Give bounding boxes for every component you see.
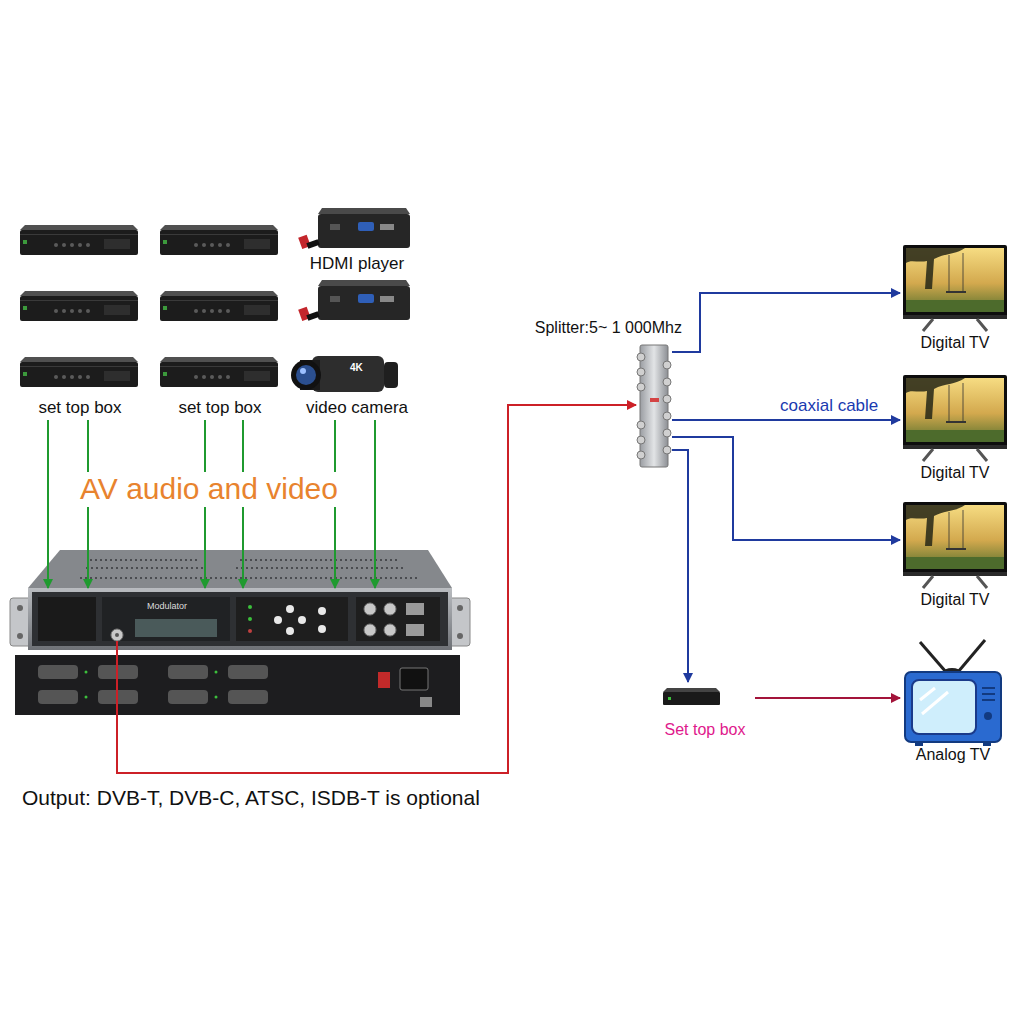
digital-tv: Digital TV bbox=[900, 502, 1010, 612]
text-slot: Set top box bbox=[655, 721, 755, 739]
text-slot: coaxial cable bbox=[778, 396, 880, 416]
node-label: Analog TV bbox=[916, 746, 990, 764]
edge-label: coaxial cable bbox=[778, 396, 880, 416]
text-slot: AV audio and video bbox=[78, 472, 340, 507]
node-label: Set top box bbox=[665, 721, 746, 739]
node-label: HDMI player bbox=[310, 254, 404, 274]
text-slot: Analog TV bbox=[900, 746, 1006, 764]
set-top-box-group: set top box bbox=[155, 220, 285, 420]
text-slot: 4K bbox=[350, 362, 363, 374]
section-heading: AV audio and video bbox=[78, 472, 340, 507]
node-label: Digital TV bbox=[920, 464, 989, 482]
node-label: set top box bbox=[178, 398, 261, 418]
connector-arrow bbox=[672, 450, 688, 682]
text-slot: Digital TV bbox=[900, 591, 1010, 609]
digital-tv: Digital TV bbox=[900, 245, 1010, 355]
connector-arrow bbox=[672, 437, 900, 540]
connector-arrow bbox=[47, 420, 49, 588]
modulator-unit: Modulator bbox=[10, 588, 470, 715]
node-label: set top box bbox=[38, 398, 121, 418]
set-top-box: Set top box bbox=[655, 682, 755, 742]
source-group: HDMI player video camera bbox=[292, 204, 422, 420]
node-label: Splitter:5~ 1 000Mhz bbox=[535, 319, 682, 337]
set-top-box-group: set top box bbox=[15, 220, 145, 420]
text-slot: Digital TV bbox=[900, 334, 1010, 352]
node-label: Modulator bbox=[147, 601, 187, 611]
text-slot: set top box bbox=[155, 398, 285, 418]
node-label: video camera bbox=[306, 398, 408, 418]
text-slot: Output: DVB-T, DVB-C, ATSC, ISDB-T is op… bbox=[22, 786, 480, 810]
text-slot: HDMI player bbox=[292, 254, 422, 274]
output-note: Output: DVB-T, DVB-C, ATSC, ISDB-T is op… bbox=[22, 786, 480, 810]
text-slot: set top box bbox=[15, 398, 145, 418]
text-slot: Splitter:5~ 1 000Mhz bbox=[535, 319, 682, 337]
splitter: Splitter:5~ 1 000Mhz bbox=[636, 340, 672, 468]
connector-arrow bbox=[672, 419, 900, 421]
connector-arrow bbox=[117, 405, 636, 773]
text-slot: Modulator bbox=[102, 601, 232, 611]
text-slot: video camera bbox=[292, 398, 422, 418]
analog-tv: Analog TV bbox=[900, 636, 1006, 768]
connector-arrow bbox=[672, 293, 900, 352]
node-label: Digital TV bbox=[920, 334, 989, 352]
connector-arrow bbox=[755, 697, 900, 699]
text-slot: Digital TV bbox=[900, 464, 1010, 482]
camera-badge: 4K bbox=[350, 362, 363, 374]
node-label: Digital TV bbox=[920, 591, 989, 609]
digital-tv: Digital TV bbox=[900, 375, 1010, 485]
connector-arrow bbox=[374, 420, 376, 588]
